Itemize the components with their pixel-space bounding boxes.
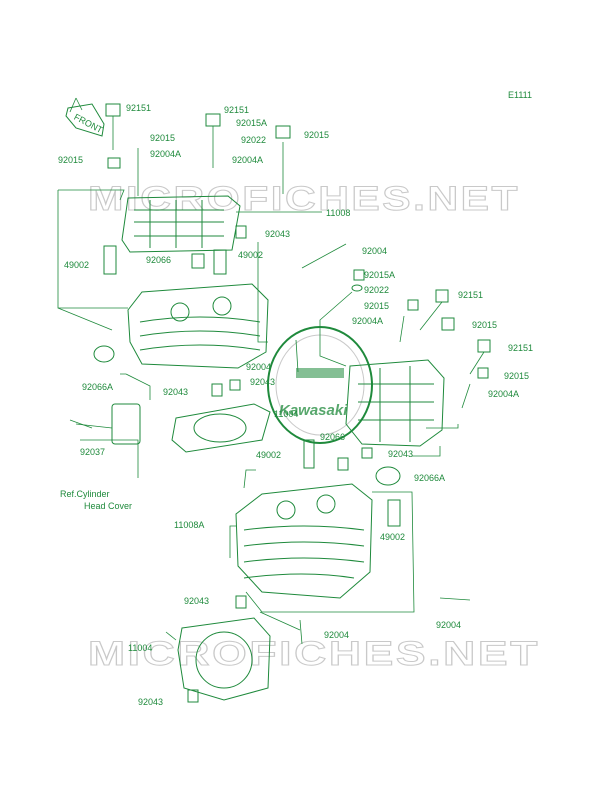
cylinder-head-lower xyxy=(235,483,373,599)
logo-text: Kawasaki xyxy=(279,402,348,419)
part-label: 92151 xyxy=(224,105,249,115)
leader-lines xyxy=(57,189,459,641)
part-label: 92043 xyxy=(184,596,209,606)
part-label: 92015 xyxy=(364,301,389,311)
part-label: 49002 xyxy=(380,532,405,542)
part-label: 92043 xyxy=(265,229,290,239)
part-label: 11008 xyxy=(326,208,350,218)
part-label: 92022 xyxy=(241,135,266,145)
part-label: 49002 xyxy=(238,250,263,260)
part-label: 92015A xyxy=(364,270,395,280)
part-label: 92004A xyxy=(488,389,519,399)
part-label: 92004 xyxy=(362,246,387,256)
part-label: 92004A xyxy=(352,316,383,326)
head-gasket-lower xyxy=(177,617,271,701)
part-label: 92004A xyxy=(150,149,181,159)
part-label: 11004 xyxy=(128,643,152,653)
part-label: 92043 xyxy=(250,377,275,387)
part-label: 92151 xyxy=(508,343,533,353)
part-label: 92043 xyxy=(388,449,413,459)
part-label: 92015 xyxy=(504,371,529,381)
part-label: 92151 xyxy=(458,290,483,300)
cylinder-head-upper xyxy=(127,283,269,369)
part-label: 92015 xyxy=(472,320,497,330)
part-label: 92066 xyxy=(320,432,345,442)
part-label: 92015 xyxy=(150,133,175,143)
part-label: 49002 xyxy=(256,450,281,460)
ref-note-line1: Ref.Cylinder xyxy=(60,489,110,499)
part-label: 11008A xyxy=(174,520,204,530)
cylinder-head-rear xyxy=(345,359,445,447)
part-label: 49002 xyxy=(64,260,89,270)
part-label: 92015A xyxy=(236,118,267,128)
breather-fitting xyxy=(75,403,141,445)
part-label: 92066 xyxy=(146,255,171,265)
part-label: 92015 xyxy=(304,130,329,140)
part-label: 92004 xyxy=(324,630,349,640)
front-arrow-icon: FRONT xyxy=(65,97,105,137)
small-parts xyxy=(69,103,491,703)
watermark-bottom: MICROFICHES.NET xyxy=(88,635,540,673)
part-label: 92043 xyxy=(163,387,188,397)
part-label: 92015 xyxy=(58,155,83,165)
part-label: 92004 xyxy=(436,620,461,630)
diagram-id: E1111 xyxy=(508,90,532,100)
part-label: 92004A xyxy=(232,155,263,165)
part-label: 92066A xyxy=(82,382,113,392)
part-label: 92066A xyxy=(414,473,445,483)
part-label: 92037 xyxy=(80,447,105,457)
part-label: 92043 xyxy=(138,697,163,707)
part-label: 92151 xyxy=(126,103,151,113)
head-gasket-upper xyxy=(171,403,271,453)
cylinder-head-cover-top xyxy=(121,195,241,253)
part-label: 92004 xyxy=(246,362,271,372)
part-label: 11004 xyxy=(274,409,298,419)
part-label: 92022 xyxy=(364,285,389,295)
ref-note-line2: Head Cover xyxy=(84,501,132,511)
part-labels: 92151 92151 92015 92015A 92015 92004A 92… xyxy=(58,103,533,707)
